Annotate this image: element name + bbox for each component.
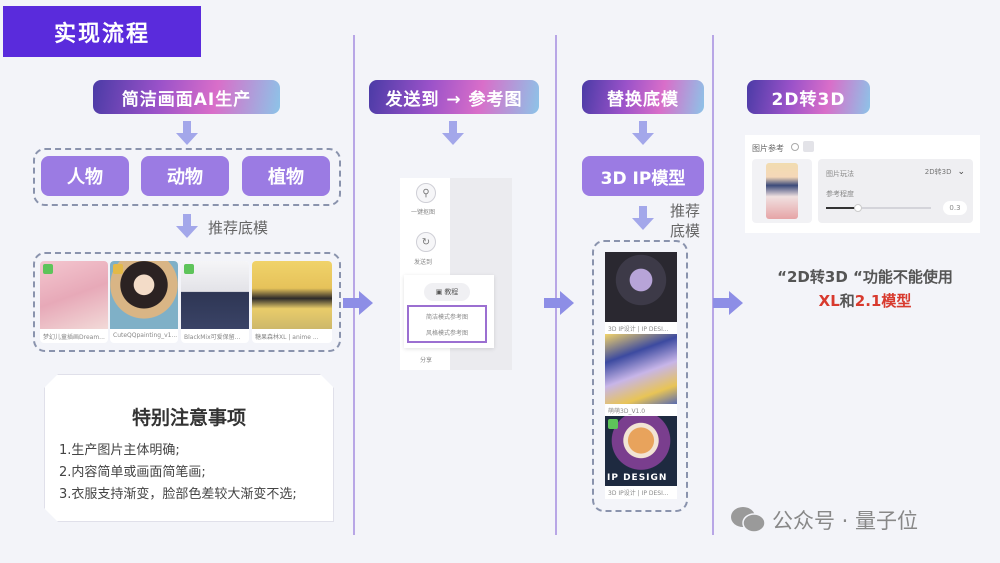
warning-model: 2.1模型 xyxy=(854,292,912,310)
right-arrow-icon xyxy=(343,291,373,315)
right-arrow-icon xyxy=(713,291,743,315)
play-mode-value: 2D转3D xyxy=(924,168,952,176)
strength-label: 参考程度 xyxy=(826,190,854,198)
note-item: 3.衣服支持渐变，脸部色差较大渐变不选; xyxy=(59,487,297,502)
3d-model-thumbnail[interactable]: 3D IP设计 | IP DESI... xyxy=(605,252,677,335)
warning-line1: “2D转3D “功能不能使用 xyxy=(777,268,953,286)
3d-model-thumbnail[interactable]: IP DESIGN 3D IP设计 | IP DESI... xyxy=(605,416,677,499)
step1-header: 简洁画面AI生产 xyxy=(93,80,280,114)
search-icon[interactable]: ⚲ xyxy=(416,183,436,203)
tutorial-label: 教程 xyxy=(444,288,459,296)
model-thumbnail[interactable]: CuteQQpainting_v1... xyxy=(110,261,178,343)
model-image xyxy=(605,334,677,404)
tutorial-button[interactable]: ▣ 教程 xyxy=(424,283,470,301)
chevron-down-icon: ⌄ xyxy=(957,167,965,177)
column-divider xyxy=(712,35,714,535)
model-caption: 3D IP设计 | IP DESI... xyxy=(608,326,669,333)
send-icon[interactable]: ↻ xyxy=(416,232,436,252)
strength-slider[interactable] xyxy=(826,204,931,212)
category-group xyxy=(33,148,341,206)
right-arrow-icon xyxy=(544,291,574,315)
step2-header: 发送到 → 参考图 xyxy=(369,80,539,114)
note-item: 2.内容简单或画面简笔画; xyxy=(59,465,206,480)
recommended-models-group xyxy=(33,252,341,352)
category-plant-button[interactable]: 植物 xyxy=(242,156,330,196)
model-image xyxy=(252,261,332,329)
down-arrow-icon xyxy=(632,121,654,145)
recommend-base-model-label: 推荐底模 xyxy=(208,219,269,237)
down-arrow-icon xyxy=(632,206,654,230)
column-divider xyxy=(353,35,355,535)
model-badge-icon xyxy=(113,264,123,274)
3d-model-thumbnail[interactable]: 萌萌3D_V1.0 xyxy=(605,334,677,417)
warning-line2: XL和2.1模型 xyxy=(740,290,990,311)
note-item: 1.生产图片主体明确; xyxy=(59,443,180,458)
play-mode-select[interactable]: 2D转3D ⌄ xyxy=(925,167,965,177)
model-badge-icon xyxy=(184,264,194,274)
category-person-button[interactable]: 人物 xyxy=(41,156,129,196)
page-title: 实现流程 xyxy=(3,6,201,57)
recommend-label-line2: 底模 xyxy=(670,222,701,240)
model-thumbnail[interactable]: 梦幻儿童插画Dream... xyxy=(40,261,108,343)
ip-design-overlay: IP DESIGN xyxy=(607,473,668,483)
image-reference-title: 图片参考 xyxy=(752,144,784,153)
warning-and: 和 xyxy=(839,292,855,310)
step4-header: 2D转3D xyxy=(747,80,870,114)
help-icon[interactable] xyxy=(791,143,799,151)
down-arrow-icon xyxy=(176,214,198,238)
column-divider xyxy=(555,35,557,535)
strength-value-input[interactable]: 0.3 xyxy=(943,201,967,215)
model-thumbnail[interactable]: 糖果森林XL | anime ... xyxy=(252,261,332,343)
model-caption: BlackMix可爱保留... xyxy=(184,334,241,341)
model-caption: 3D IP设计 | IP DESI... xyxy=(608,490,669,497)
3d-models-group xyxy=(592,240,688,512)
play-mode-label: 图片玩法 xyxy=(826,170,854,178)
model-badge-icon xyxy=(608,419,618,429)
model-caption: CuteQQpainting_v1... xyxy=(113,332,178,339)
down-arrow-icon xyxy=(442,121,464,145)
style-mode-reference-option[interactable]: 风格模式参考图 xyxy=(425,330,468,337)
watermark: 公众号 · 量子位 xyxy=(730,505,918,535)
share-label[interactable]: 分享 xyxy=(420,357,433,364)
warning-xl: XL xyxy=(818,292,840,310)
slider-handle[interactable] xyxy=(853,204,862,212)
down-arrow-icon xyxy=(176,121,198,145)
model-caption: 萌萌3D_V1.0 xyxy=(608,408,646,415)
special-notes-card: 特别注意事项 1.生产图片主体明确; 2.内容简单或画面简笔画; 3.衣服支持渐… xyxy=(44,374,334,522)
reference-image[interactable] xyxy=(752,159,812,223)
send-to-popup: ▣ 教程 简洁模式参考图 风格模式参考图 xyxy=(404,275,494,348)
watermark-text: 公众号 · 量子位 xyxy=(772,509,919,533)
recommend-label-line1: 推荐 xyxy=(670,202,701,220)
model-caption: 糖果森林XL | anime ... xyxy=(255,334,319,341)
reference-options: 简洁模式参考图 风格模式参考图 xyxy=(407,305,487,343)
sidebar-label: 发送到 xyxy=(414,259,433,266)
simple-mode-reference-option[interactable]: 简洁模式参考图 xyxy=(425,314,468,321)
notes-title: 特别注意事项 xyxy=(131,407,246,429)
image-reference-panel: 图片参考 图片玩法 2D转3D ⌄ 参考程度 0.3 xyxy=(745,135,980,233)
reference-settings: 图片玩法 2D转3D ⌄ 参考程度 0.3 xyxy=(818,159,973,223)
slider-fill xyxy=(826,207,858,209)
model-caption: 梦幻儿童插画Dream... xyxy=(43,334,105,341)
model-badge-icon xyxy=(43,264,53,274)
book-icon[interactable] xyxy=(803,141,814,152)
model-image xyxy=(605,252,677,322)
3d-ip-model-button[interactable]: 3D IP模型 xyxy=(582,156,704,196)
wechat-icon xyxy=(731,507,766,533)
step3-header: 替换底模 xyxy=(582,80,704,114)
category-animal-button[interactable]: 动物 xyxy=(141,156,229,196)
model-thumbnail[interactable]: BlackMix可爱保留... xyxy=(181,261,249,343)
sidebar-label: 一键抠图 xyxy=(411,209,436,216)
book-icon: ▣ xyxy=(435,288,443,296)
